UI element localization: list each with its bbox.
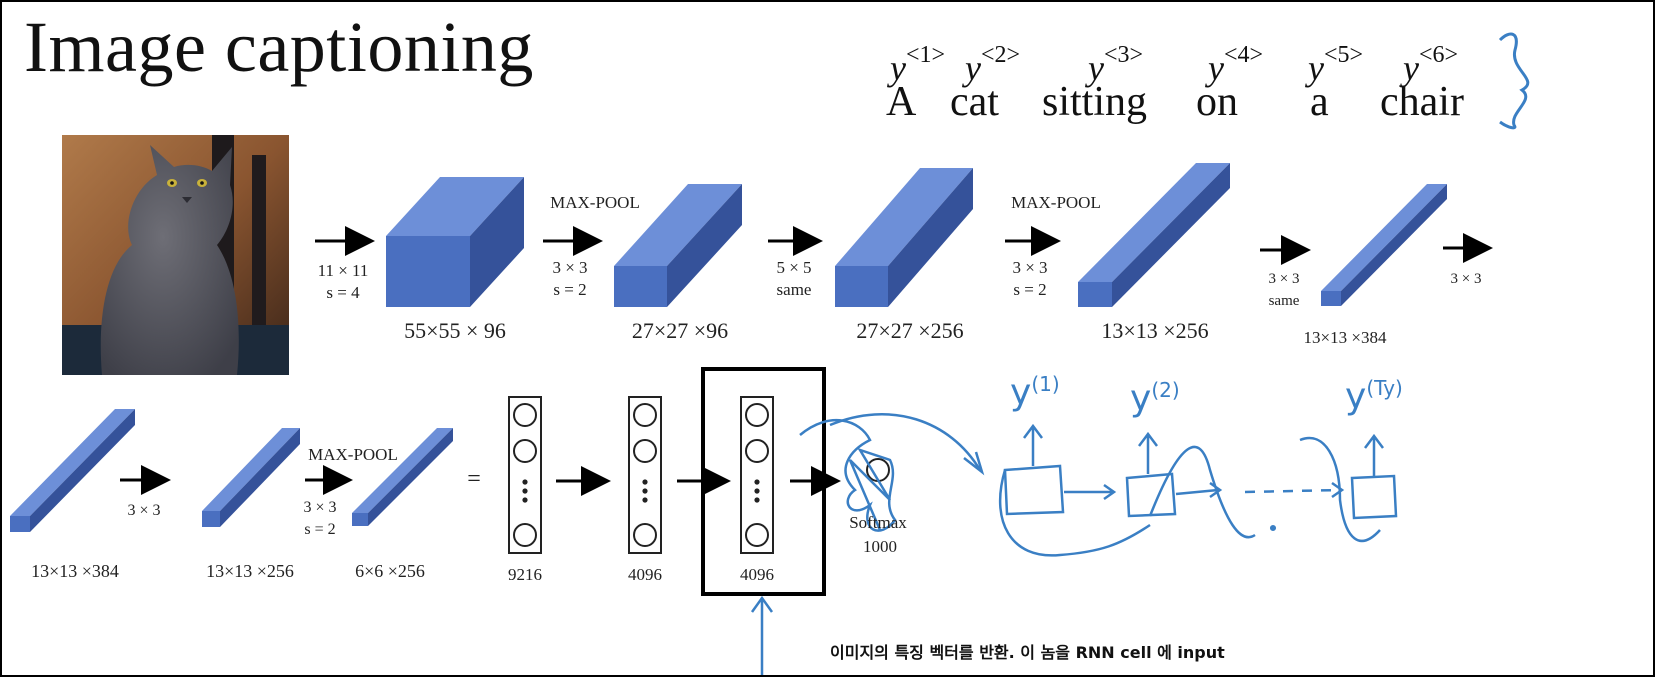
caption-brace — [1498, 32, 1530, 130]
rnn-output-1: y(1) — [1010, 372, 1060, 413]
row2-dim-label-1: 13×13 ×384 — [31, 561, 119, 581]
equals-sign: = — [467, 466, 481, 492]
highlight-box — [701, 367, 826, 596]
dim-label-1: 55×55 × 96 — [404, 318, 506, 343]
rnn-output-3: y(Ty) — [1345, 376, 1403, 417]
ink-scribble — [799, 418, 897, 532]
dim-label-5: 13×13 ×384 — [1303, 328, 1387, 347]
rnn-output-2: y(2) — [1130, 378, 1180, 419]
dim-label-3: 27×27 ×256 — [856, 318, 964, 343]
ink-arrow-to-rnn — [829, 412, 982, 471]
cat-photo — [62, 135, 289, 375]
softmax-label: Softmax — [849, 513, 907, 532]
block-13x13x256-row2 — [202, 428, 300, 527]
caption-y-label-5: y<5> — [1308, 42, 1364, 88]
rnn-cell-3 — [1350, 474, 1398, 520]
fc-column-4096-b — [740, 396, 774, 554]
fc-size-2: 4096 — [628, 565, 662, 584]
block-27x27x96 — [614, 184, 742, 307]
block-13x13x256 — [1078, 163, 1230, 307]
caption-y-label-1: y<1> — [890, 42, 946, 88]
slide-title: Image captioning — [24, 7, 534, 87]
rnn-cell-2 — [1125, 472, 1177, 518]
block-13x13x384-row2 — [10, 409, 135, 532]
block-6x6x256 — [352, 428, 453, 526]
row2-dim-label-2: 13×13 ×256 — [206, 561, 294, 581]
fc-column-9216 — [508, 396, 542, 554]
fc-column-4096-a — [628, 396, 662, 554]
row2-op-label-1: 3 × 3 — [127, 502, 161, 519]
caption-word-2: cat — [950, 79, 999, 125]
rnn-cells — [998, 423, 1398, 557]
caption-y-label-2: y<2> — [965, 42, 1021, 88]
caption-word-6: chair — [1380, 79, 1464, 125]
block-55x55x96 — [386, 177, 524, 307]
rnn-cell-1 — [1003, 464, 1065, 516]
caption-y-label-4: y<4> — [1208, 42, 1264, 88]
softmax-size: 1000 — [863, 537, 897, 556]
row2-op-head-maxpool: MAX-POOL — [308, 445, 398, 464]
op-label-6: 3 × 3 — [1450, 271, 1482, 287]
annotation-arrow-up — [750, 595, 774, 675]
dim-label-4: 13×13 ×256 — [1101, 318, 1209, 343]
caption-word-1: A — [886, 79, 917, 125]
annotation-note: 이미지의 특징 벡터를 반환. 이 놈을 RNN cell 에 input — [830, 643, 1225, 662]
op-head-maxpool-2: MAX-POOL — [1011, 193, 1101, 212]
block-27x27x256 — [835, 168, 973, 307]
caption-word-3: sitting — [1042, 79, 1148, 125]
caption-word-5: a — [1310, 79, 1329, 125]
fc-size-1: 9216 — [508, 565, 542, 584]
block-13x13x384 — [1321, 184, 1447, 306]
op-head-maxpool-1: MAX-POOL — [550, 193, 640, 212]
caption-word-4: on — [1196, 79, 1238, 125]
fc-size-3: 4096 — [740, 565, 774, 584]
caption-y-label-3: y<3> — [1088, 42, 1144, 88]
dim-label-2: 27×27 ×96 — [631, 318, 729, 343]
row2-dim-label-3: 6×6 ×256 — [355, 561, 425, 581]
caption-y-label-6: y<6> — [1403, 42, 1459, 88]
